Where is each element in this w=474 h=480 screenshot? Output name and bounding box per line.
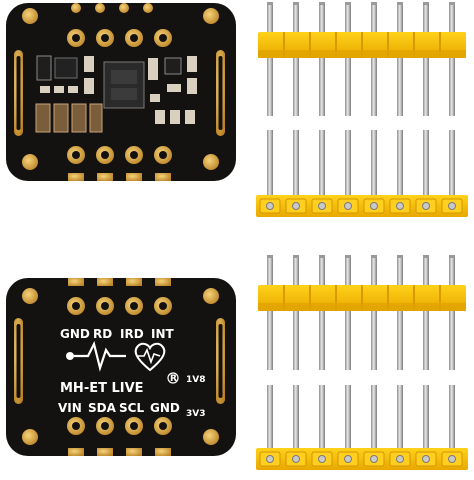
brand-label: MH-ET LIVE [60,381,144,396]
svg-text:R: R [170,374,177,384]
pin-headers [256,2,468,470]
back-board: GND RD IRD INT MH-ET LIVE R VIN SDA SCL … [6,278,236,456]
voltage-label-1v8: 1V8 [186,375,206,385]
pin-header-4 [256,385,468,470]
pin-header-2 [256,130,468,217]
back-bottom-pads [67,417,172,456]
pin-header-1 [258,2,466,116]
pin-label-scl: SCL [119,401,144,415]
pin-label-gnd-bottom: GND [150,401,180,415]
pin-label-vin: VIN [58,401,82,415]
registered-mark: R [167,372,179,384]
heartbeat-icon [66,340,166,372]
pin-header-3 [258,255,466,370]
front-top-pads [67,3,172,47]
front-bottom-pads [67,146,172,181]
back-top-pads [67,278,172,315]
pin-label-rd: RD [93,327,112,341]
pin-label-sda: SDA [88,401,117,415]
pin-label-ird: IRD [120,327,144,341]
voltage-label-3v3: 3V3 [186,409,206,419]
pin-label-gnd-top: GND [60,327,90,341]
front-components [35,55,197,133]
pin-label-int: INT [151,327,175,341]
front-board [6,3,236,181]
